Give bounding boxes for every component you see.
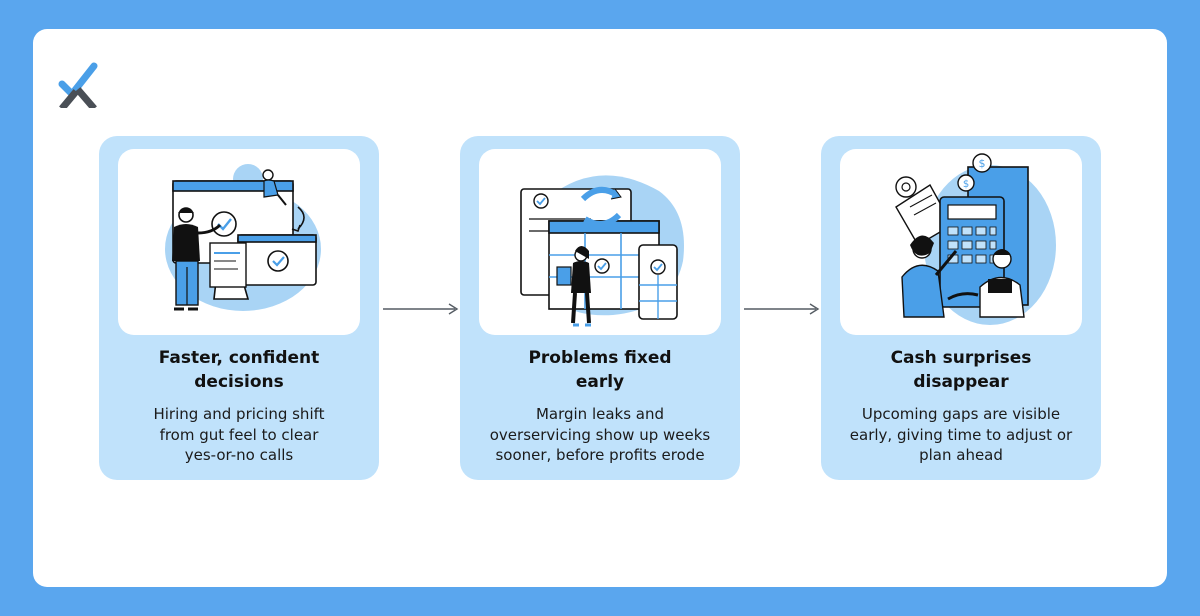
step-title: Cash surprises disappear [890, 348, 1032, 392]
person-with-checkmark-screens-illustration [118, 149, 360, 335]
step-title: Problems fixed early [528, 348, 672, 392]
arrow-right-icon [744, 303, 820, 315]
svg-text:$: $ [979, 157, 986, 170]
step-card-problems-fixed: Problems fixed early Margin leaks and ov… [460, 136, 740, 480]
person-with-calendar-sync-illustration [479, 149, 721, 335]
step-description: Hiring and pricing shift from gut feel t… [153, 405, 325, 464]
svg-text:$: $ [963, 179, 969, 190]
people-with-calculator-and-coins-illustration: $ $ [840, 149, 1082, 335]
step-title: Faster, confident decisions [158, 348, 320, 392]
step-card-faster-decisions: Faster, confident decisions Hiring and p… [99, 136, 379, 480]
step-card-cash-surprises: $ $ Cash surprises disappear [821, 136, 1101, 480]
step-description: Upcoming gaps are visible early, giving … [849, 405, 1073, 464]
step-description: Margin leaks and overservicing show up w… [489, 405, 711, 464]
arrow-right-icon [383, 303, 459, 315]
checkmark-x-logo [58, 62, 98, 108]
